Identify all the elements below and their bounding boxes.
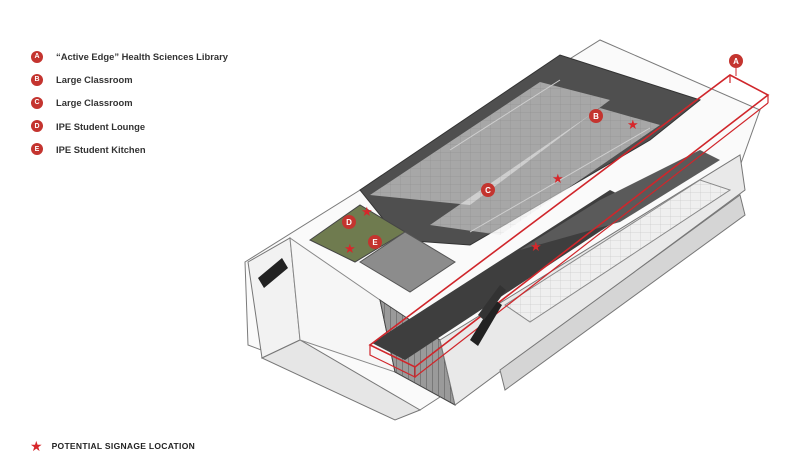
legend-label: “Active Edge” Health Sciences Library — [56, 51, 228, 62]
legend-item-d: D IPE Student Lounge — [31, 120, 228, 133]
legend-item-e: E IPE Student Kitchen — [31, 143, 228, 156]
legend-item-a: A “Active Edge” Health Sciences Library — [31, 50, 228, 63]
star-icon: ★ — [361, 205, 373, 220]
legend-label: Large Classroom — [56, 97, 133, 109]
marker-label-e: E — [372, 238, 378, 247]
lettered-circle-icon: D — [31, 120, 43, 133]
legend-item-c: C Large Classroom — [31, 96, 228, 109]
signage-legend-label: POTENTIAL SIGNAGE LOCATION — [51, 441, 196, 451]
lettered-circle-icon: E — [31, 143, 43, 156]
star-icon: ★ — [344, 242, 356, 257]
signage-legend: ★ POTENTIAL SIGNAGE LOCATION — [30, 439, 195, 453]
corridor — [372, 150, 720, 360]
star-icon: ★ — [627, 118, 639, 133]
marker-label-d: D — [346, 218, 352, 227]
signage-markers: ★ ★ ★ ★ ★ — [344, 118, 639, 257]
marker-label-b: B — [593, 112, 599, 121]
lounge-area — [309, 204, 456, 293]
marker-label-c: C — [485, 186, 491, 195]
star-icon: ★ — [30, 438, 43, 454]
active-edge-outline — [368, 68, 770, 378]
library-floor — [504, 179, 732, 323]
marker-label-a: A — [733, 57, 739, 66]
legend-label: IPE Student Lounge — [56, 120, 146, 132]
lettered-circle-icon: C — [31, 96, 43, 109]
stair — [258, 258, 506, 346]
map-marker-d: D — [342, 215, 356, 229]
map-marker-c: C — [481, 183, 495, 197]
classroom-floor — [359, 54, 702, 246]
lettered-circle-icon: B — [31, 73, 43, 86]
map-marker-a: A — [729, 54, 743, 68]
legend: A “Active Edge” Health Sciences Library … — [31, 50, 228, 167]
star-icon: ★ — [552, 172, 564, 187]
star-icon: ★ — [530, 240, 542, 255]
map-marker-e: E — [368, 235, 382, 249]
lettered-circle-icon: A — [31, 50, 43, 63]
legend-label: Large Classroom — [56, 74, 133, 86]
map-marker-b: B — [589, 109, 603, 123]
legend-label: IPE Student Kitchen — [56, 143, 146, 155]
legend-item-b: B Large Classroom — [31, 73, 228, 86]
